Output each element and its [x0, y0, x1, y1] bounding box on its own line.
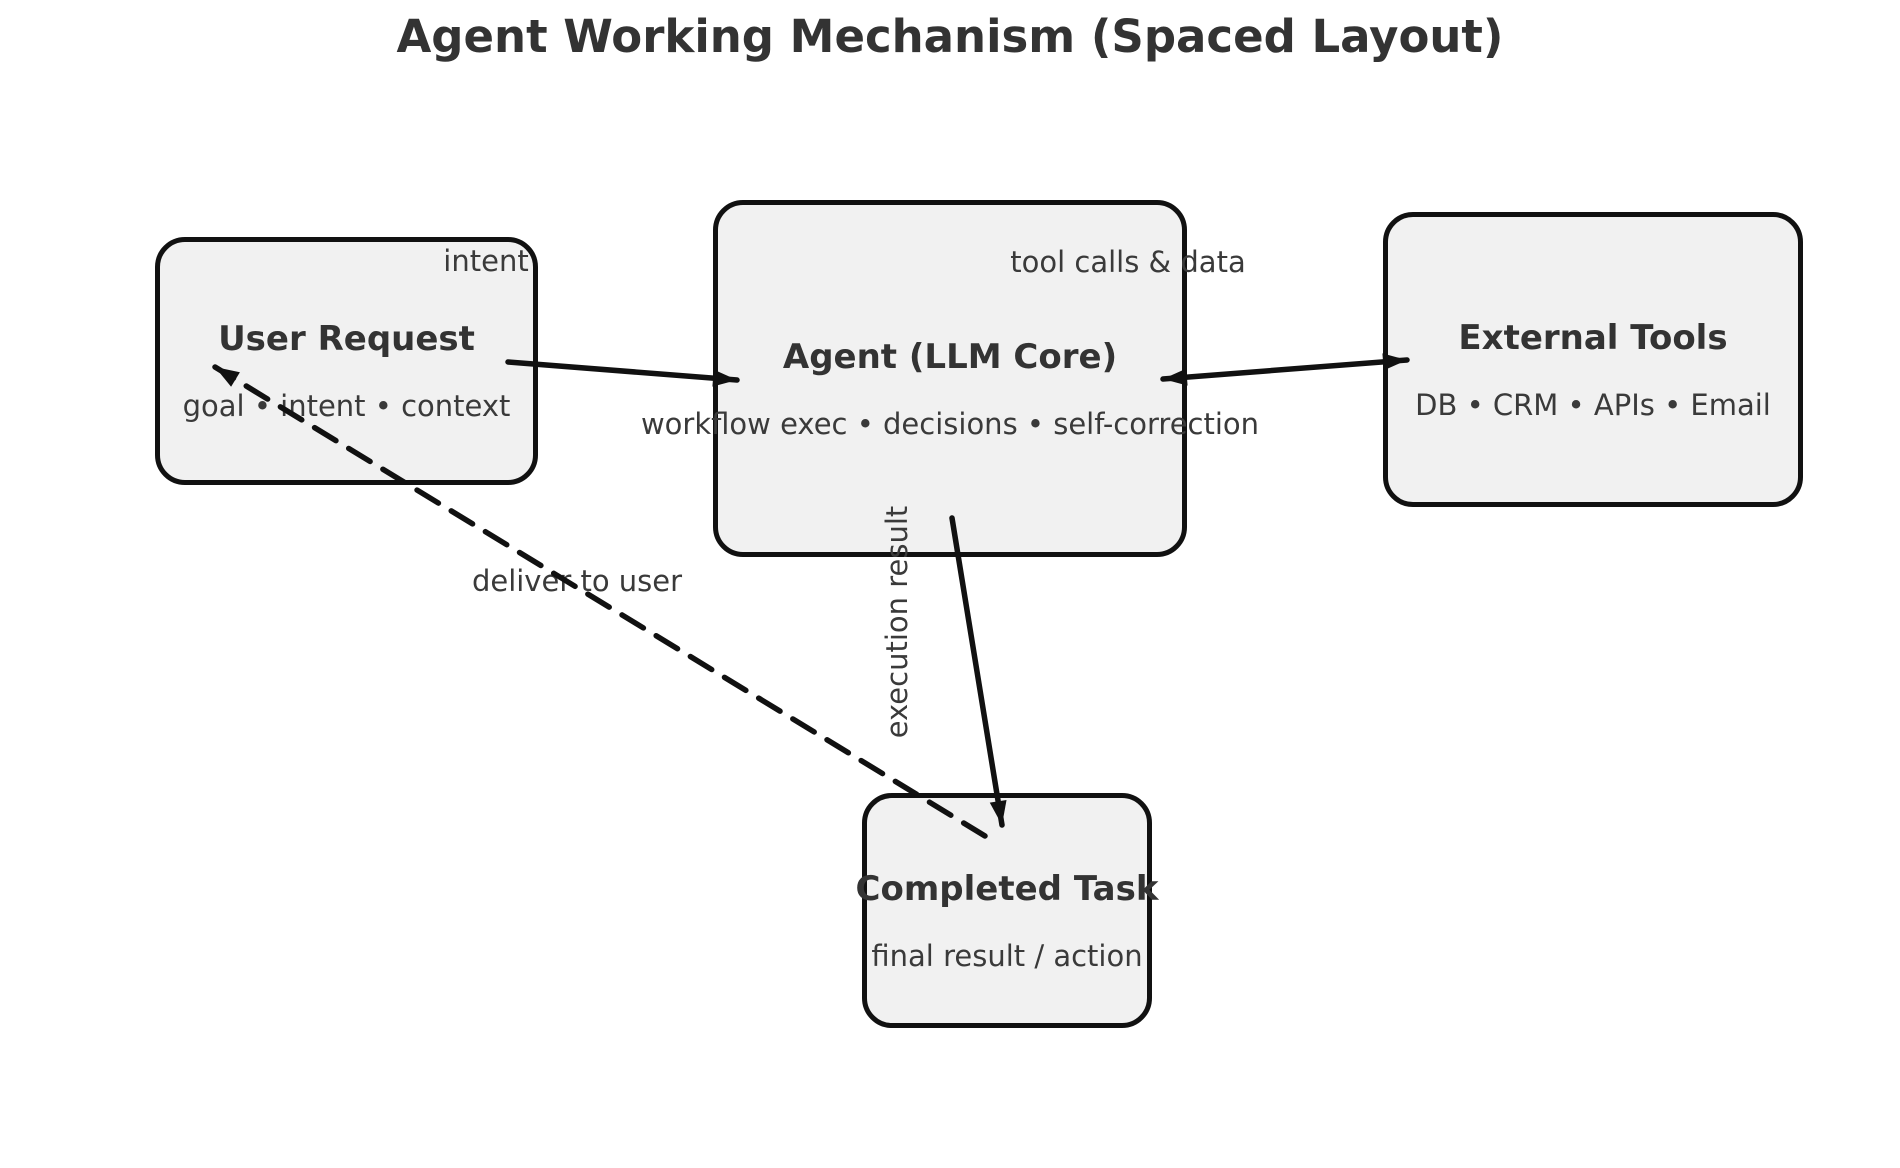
node-completed-task-subtitle: final result / action	[871, 938, 1143, 973]
arrow-agent-external-tools-bidirectional	[1160, 353, 1410, 386]
node-completed-task-title: Completed Task	[855, 868, 1159, 909]
node-external-tools: External Tools DB • CRM • APIs • Email	[1383, 212, 1803, 507]
edge-label-tool-calls-and-data: tool calls & data	[1010, 245, 1246, 279]
edge-label-execution-result: execution result	[880, 505, 914, 739]
node-agent-title: Agent (LLM Core)	[782, 336, 1118, 377]
node-external-tools-subtitle: DB • CRM • APIs • Email	[1415, 387, 1771, 422]
node-completed-task: Completed Task final result / action	[856, 793, 1158, 1028]
node-user-request-title: User Request	[218, 319, 475, 359]
node-external-tools-title: External Tools	[1458, 317, 1728, 358]
node-agent-subtitle: workflow exec • decisions • self-correct…	[640, 406, 1260, 441]
diagram-title: Agent Working Mechanism (Spaced Layout)	[396, 10, 1504, 63]
edge-label-intent: intent	[443, 244, 529, 278]
node-user-request-subtitle: goal • intent • context	[182, 389, 511, 423]
arrow-agent-to-completed-task	[949, 515, 1007, 828]
arrow-user-request-to-agent	[505, 359, 740, 387]
edge-label-deliver-to-user: deliver to user	[471, 564, 683, 598]
